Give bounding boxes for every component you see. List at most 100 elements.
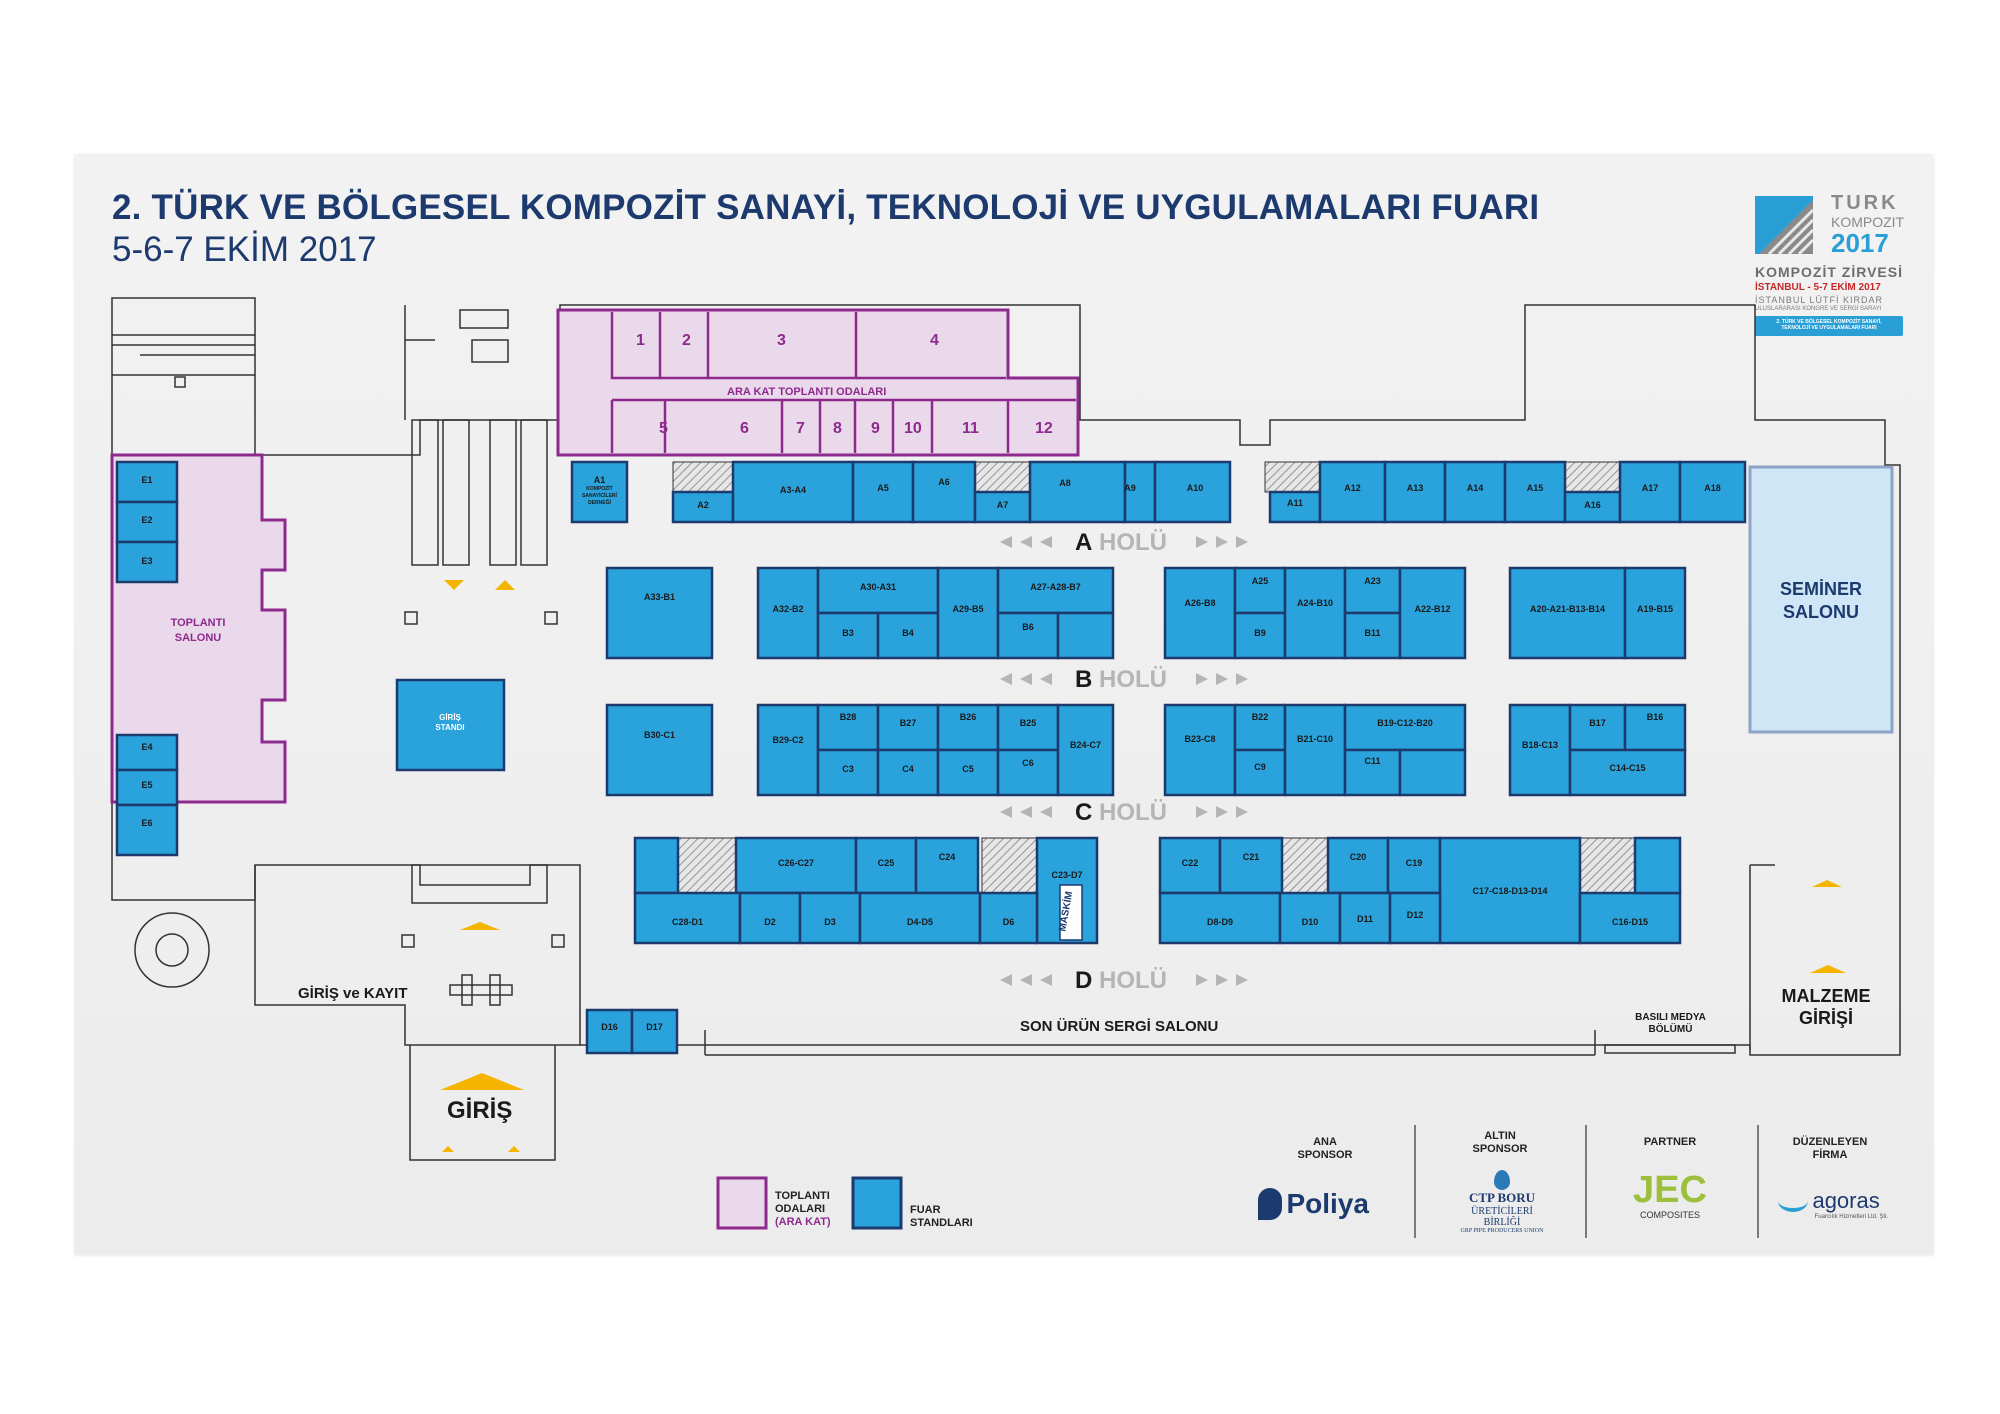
empty-stand	[1564, 461, 1621, 493]
stand-c17c18d13d14[interactable]	[1438, 836, 1582, 945]
logo-place: İSTANBUL - 5-7 EKİM 2017	[1755, 282, 1881, 293]
sponsor-jec[interactable]: JEC COMPOSITES	[1630, 1170, 1710, 1220]
stand-label-c6: C6	[1022, 758, 1034, 768]
stand-d12[interactable]	[1388, 891, 1442, 945]
stand-b27[interactable]	[876, 703, 940, 752]
stand-d6[interactable]	[978, 891, 1039, 945]
stand-a29b5[interactable]	[936, 566, 1000, 660]
sponsor-poliya-name: Poliya	[1286, 1188, 1369, 1219]
stand-a33b1[interactable]	[605, 566, 714, 660]
meeting-room-8[interactable]: 8	[833, 420, 842, 437]
meeting-room-9[interactable]: 9	[871, 420, 880, 437]
stand-a7[interactable]	[973, 490, 1032, 524]
arrow-up-icon	[1810, 965, 1846, 973]
stand-e6[interactable]	[115, 803, 179, 857]
stand-a8[interactable]	[1028, 460, 1127, 524]
stand-b3[interactable]	[816, 611, 880, 660]
stand-label-a22b12: A22-B12	[1414, 604, 1451, 614]
sponsor-jec-name: JEC	[1633, 1169, 1707, 1211]
stand-c11[interactable]	[1343, 748, 1402, 797]
stand-b30c1[interactable]	[605, 703, 714, 797]
sponsor-agoras[interactable]: agoras Fuarcılık Hizmetleri Ltd. Şti.	[1778, 1188, 1898, 1220]
stand-label-b11: B11	[1364, 628, 1381, 638]
stand-d2[interactable]	[738, 891, 802, 945]
stand-e5[interactable]	[115, 768, 179, 807]
stand-a20a21b13b14[interactable]	[1508, 566, 1627, 660]
stand-label-a26b8: A26-B8	[1184, 598, 1216, 608]
meeting-room-12[interactable]: 12	[1035, 420, 1053, 437]
meeting-room-3[interactable]: 3	[777, 332, 786, 349]
stand-a5[interactable]	[851, 460, 915, 524]
stand-b9[interactable]	[1233, 611, 1287, 660]
stand-c9[interactable]	[1233, 748, 1287, 797]
stand-a26b8[interactable]	[1163, 566, 1237, 660]
stand-a2[interactable]	[671, 490, 735, 524]
stand-c28d1-top[interactable]	[633, 836, 680, 895]
stand-a12[interactable]	[1318, 460, 1387, 524]
stand-a13[interactable]	[1383, 460, 1447, 524]
stand-d17[interactable]	[630, 1008, 679, 1055]
stand-a1[interactable]	[570, 460, 629, 524]
stand-a17[interactable]	[1618, 460, 1682, 524]
stand-a22b12[interactable]	[1398, 566, 1467, 660]
stand-c16d15[interactable]	[1578, 891, 1682, 945]
stand-c14c15[interactable]	[1568, 748, 1687, 797]
stand-c16-top[interactable]	[1633, 836, 1682, 895]
stand-e2[interactable]	[115, 500, 179, 544]
stand-b24c7[interactable]	[1056, 703, 1115, 797]
stand-a32b2[interactable]	[756, 566, 820, 660]
stand-label-c17c18d13d14: C17-C18-D13-D14	[1472, 886, 1548, 896]
sponsor-agoras-name: agoras	[1812, 1188, 1880, 1213]
stand-b6[interactable]	[996, 611, 1060, 660]
stand-giris[interactable]	[395, 678, 506, 772]
stand-a27a28b7[interactable]	[996, 566, 1115, 615]
stand-a25[interactable]	[1233, 566, 1287, 615]
meeting-room-7[interactable]: 7	[796, 420, 805, 437]
stand-b18c13[interactable]	[1508, 703, 1572, 797]
stand-c6[interactable]	[996, 748, 1060, 797]
meeting-room-10[interactable]: 10	[904, 420, 922, 437]
stand-label-a25: A25	[1251, 576, 1269, 586]
stand-b19c12b20[interactable]	[1343, 703, 1467, 752]
hall-c-label: C HOLÜ	[1075, 799, 1167, 827]
stand-b28[interactable]	[816, 703, 880, 752]
stand-label-c9: C9	[1254, 762, 1266, 772]
meeting-room-11[interactable]: 11	[962, 420, 979, 437]
empty-stand	[672, 461, 734, 493]
meeting-room-1[interactable]: 1	[636, 332, 645, 349]
stand-label-b30c1: B30-C1	[643, 730, 675, 740]
sponsor-ctp[interactable]: CTP BORU ÜRETİCİLERİ BİRLİĞİ GRP PIPE PR…	[1452, 1170, 1552, 1234]
sponsor-poliya[interactable]: Poliya	[1258, 1188, 1369, 1220]
meeting-room-5[interactable]: 5	[659, 420, 668, 437]
stand-label-b27: B27	[899, 718, 917, 728]
stand-a27a28b7-ext[interactable]	[1056, 611, 1115, 660]
stand-a3a4[interactable]	[731, 460, 855, 524]
stand-c5[interactable]	[936, 748, 1000, 797]
stand-d10[interactable]	[1278, 891, 1342, 945]
stand-e4[interactable]	[115, 733, 179, 772]
stand-b17[interactable]	[1568, 703, 1627, 752]
stand-b21c10[interactable]	[1283, 703, 1347, 797]
stand-a19b15[interactable]	[1623, 566, 1687, 660]
stand-a23[interactable]	[1343, 566, 1402, 615]
stand-b29c2[interactable]	[756, 703, 820, 797]
meeting-room-2[interactable]: 2	[682, 332, 691, 349]
stand-label-a18: A18	[1704, 483, 1721, 493]
stand-e3[interactable]	[115, 540, 179, 584]
stand-a10[interactable]	[1153, 460, 1232, 524]
stand-b23c8[interactable]	[1163, 703, 1237, 797]
stand-label-b26: B26	[959, 712, 977, 722]
stand-label-giris: GİRİŞ STANDI	[435, 713, 465, 732]
stand-c12[interactable]	[1398, 748, 1467, 797]
stand-c21[interactable]	[1218, 836, 1284, 895]
stand-a18[interactable]	[1678, 460, 1747, 524]
stand-a24b10[interactable]	[1283, 566, 1347, 660]
stand-c20[interactable]	[1326, 836, 1390, 895]
stand-a6[interactable]	[911, 460, 977, 524]
meeting-room-4[interactable]: 4	[930, 332, 939, 349]
stand-d8d9[interactable]	[1158, 891, 1282, 945]
stand-c24[interactable]	[914, 836, 980, 895]
stand-c25[interactable]	[854, 836, 918, 895]
meeting-room-6[interactable]: 6	[740, 420, 749, 437]
stand-a15[interactable]	[1503, 460, 1567, 524]
